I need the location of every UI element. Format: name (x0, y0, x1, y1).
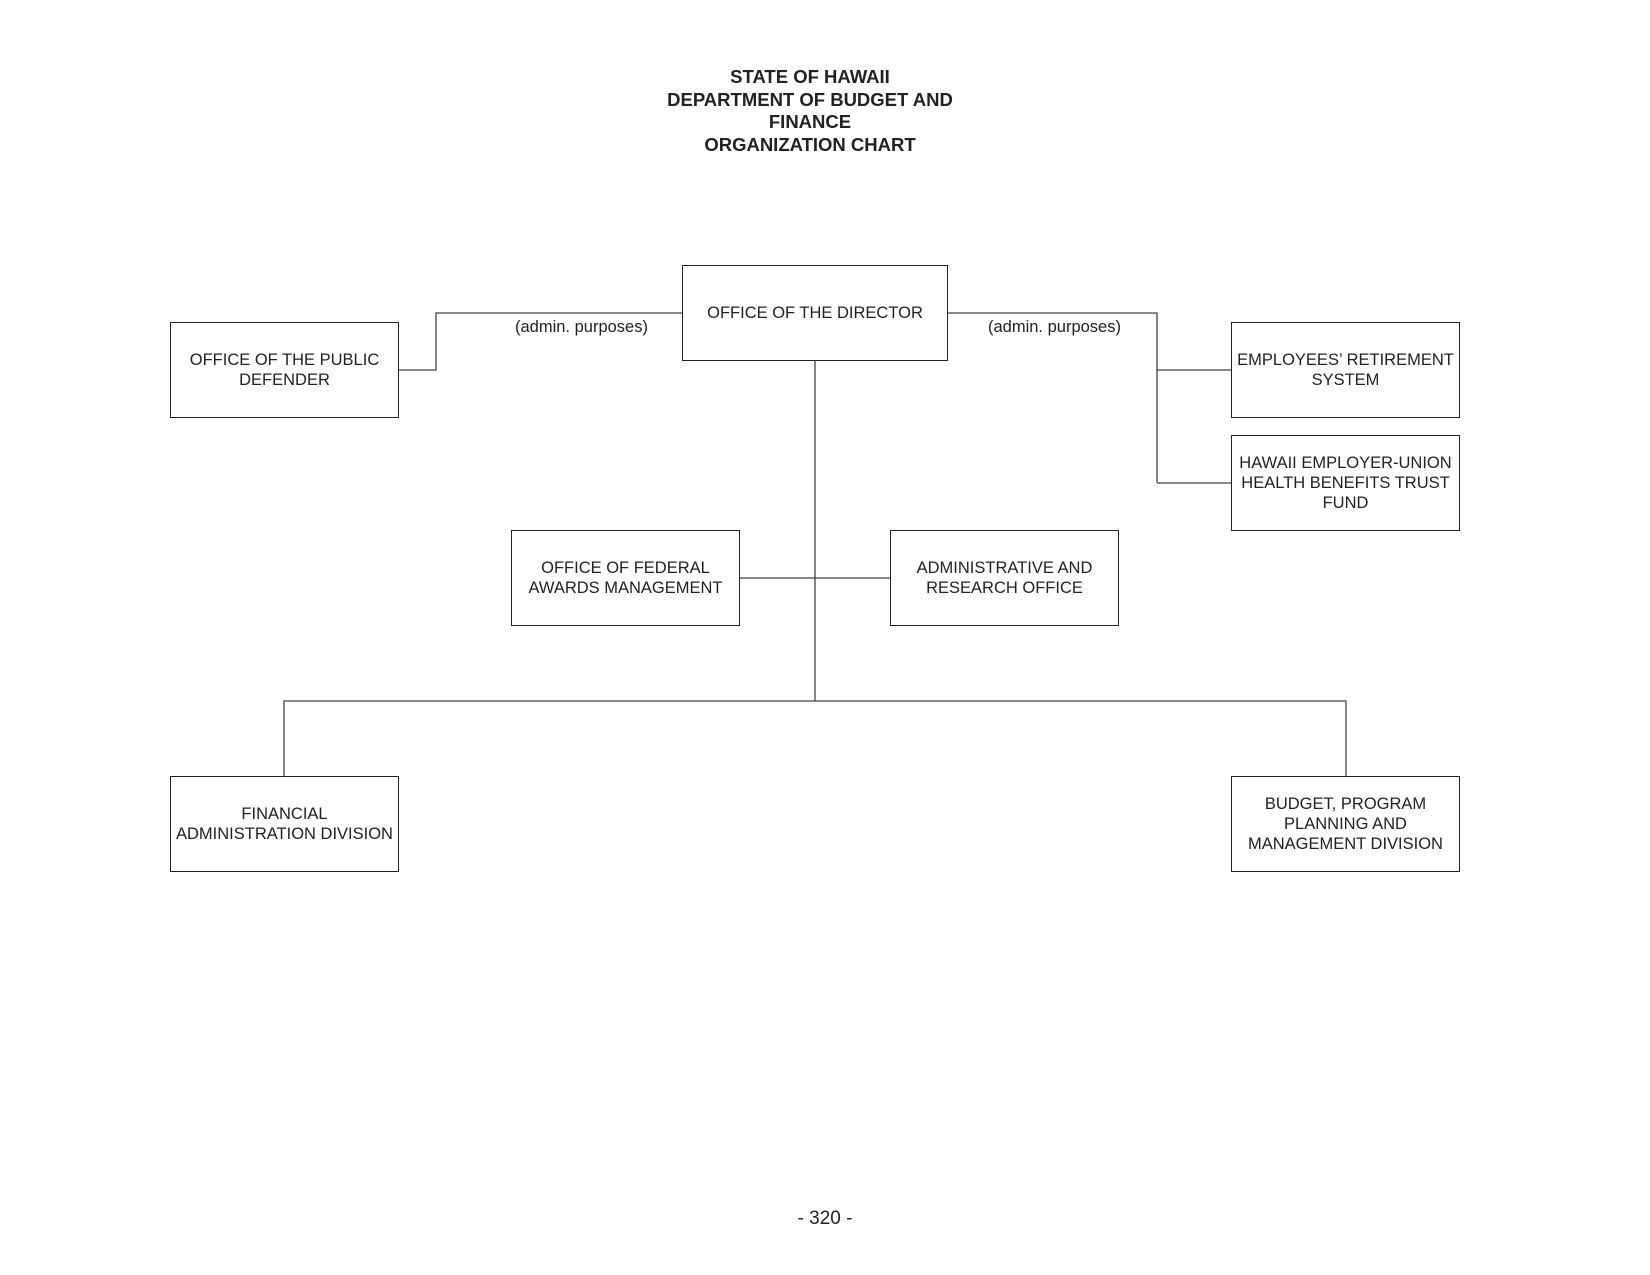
budget-program-label: BUDGET, PROGRAM PLANNING AND MANAGEMENT … (1248, 795, 1443, 853)
office-of-the-director-box: OFFICE OF THE DIRECTOR (682, 265, 948, 361)
title-line-4: ORGANIZATION CHART (704, 133, 916, 155)
connector-director-attached-agencies (947, 312, 1158, 483)
director-label: OFFICE OF THE DIRECTOR (707, 304, 923, 322)
admin-research-box: ADMINISTRATIVE AND RESEARCH OFFICE (890, 530, 1119, 626)
budget-program-planning-division-box: BUDGET, PROGRAM PLANNING AND MANAGEMENT … (1231, 776, 1460, 872)
chart-title: STATE OF HAWAII DEPARTMENT OF BUDGET AND… (640, 66, 980, 156)
eutf-label: HAWAII EMPLOYER-UNION HEALTH BENEFITS TR… (1239, 454, 1452, 512)
title-line-3: FINANCE (768, 111, 852, 132)
page-number: - 320 - (797, 1208, 853, 1229)
public-defender-label: OFFICE OF THE PUBLIC DEFENDER (189, 351, 380, 389)
title-line-1: STATE OF HAWAII (730, 66, 890, 87)
title-line-2: DEPARTMENT OF BUDGET AND (667, 88, 953, 110)
employees-retirement-label: EMPLOYEES’ RETIREMENT SYSTEM (1237, 351, 1454, 389)
employees-retirement-system-box: EMPLOYEES’ RETIREMENT SYSTEM (1231, 322, 1460, 418)
public-defender-box: OFFICE OF THE PUBLIC DEFENDER (170, 322, 399, 418)
financial-admin-label: FINANCIAL ADMINISTRATION DIVISION (176, 805, 393, 843)
connector-divisions (283, 700, 1347, 777)
federal-awards-label: OFFICE OF FEDERAL AWARDS MANAGEMENT (528, 559, 723, 597)
financial-administration-division-box: FINANCIAL ADMINISTRATION DIVISION (170, 776, 399, 872)
admin-research-label: ADMINISTRATIVE AND RESEARCH OFFICE (916, 559, 1093, 597)
eutf-box: HAWAII EMPLOYER-UNION HEALTH BENEFITS TR… (1231, 435, 1460, 531)
connector-director-public-defender (398, 312, 683, 371)
right-admin-purposes-note: (admin. purposes) (988, 318, 1121, 336)
left-admin-purposes-note: (admin. purposes) (515, 318, 648, 336)
federal-awards-box: OFFICE OF FEDERAL AWARDS MANAGEMENT (511, 530, 740, 626)
